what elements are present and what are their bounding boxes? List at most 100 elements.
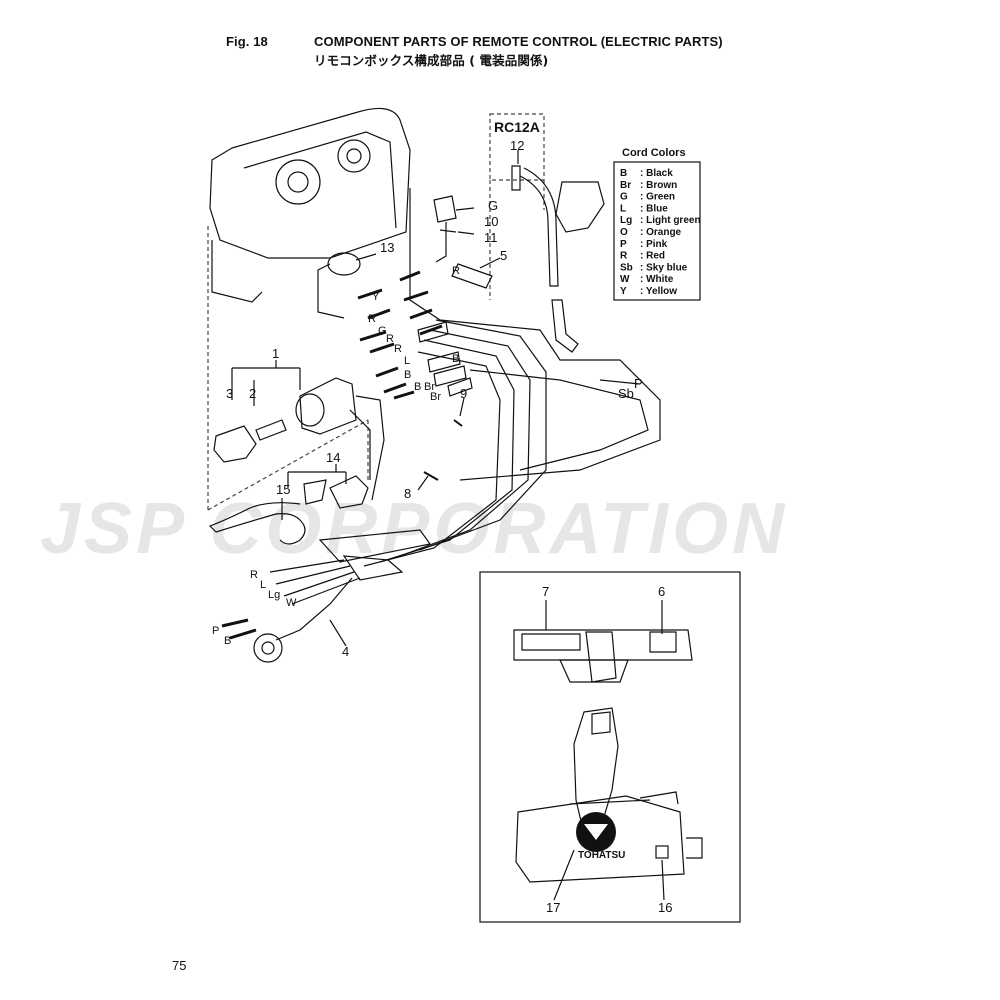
wire-label-r-1: R: [368, 313, 376, 325]
legend-code-7: R: [620, 251, 628, 262]
legend-code-10: Y: [620, 286, 627, 297]
rc-top-switch-panel-6: [649, 631, 677, 653]
callout-13: 13: [380, 240, 394, 255]
legend-code-8: Sb: [620, 262, 633, 273]
legend-name-0: : Black: [640, 168, 673, 179]
lanyard-clip: [303, 479, 327, 505]
title-japanese: リモコンボックス構成部品 ( 電装品関係): [314, 53, 549, 68]
wire-label-r-2: R: [386, 333, 394, 345]
callout-10: 10: [484, 214, 498, 229]
housing-gear-1: [275, 159, 321, 205]
wire-label-sb: Sb: [618, 386, 634, 401]
main-cable: [275, 577, 353, 641]
page-number: 75: [172, 958, 187, 973]
wire-label-r-3: R: [394, 343, 402, 355]
legend-code-0: B: [620, 168, 627, 179]
pink-sky-blue-leads: [599, 379, 641, 385]
reference-dashed-lines: [207, 226, 369, 511]
legend-name-5: : Orange: [640, 227, 682, 238]
wire-label-b-2: B: [414, 381, 421, 393]
legend-code-2: G: [620, 192, 628, 203]
wire-labels: G R Y R G R R L B B B Br Br P Sb R L Lg …: [212, 198, 643, 647]
legend-box: [613, 161, 701, 301]
callout-16-17-leaders: [553, 799, 665, 901]
wire-label-r-fuse: R: [452, 265, 460, 277]
callout-1: 1: [272, 346, 279, 361]
fuse-holder: [451, 263, 493, 289]
legend-code-9: W: [620, 274, 630, 285]
rc-side-trim-button: [591, 711, 611, 735]
switch-cap: [213, 425, 257, 463]
callout-7: 7: [542, 584, 549, 599]
pin-9: [453, 419, 463, 427]
callout-3: 3: [226, 386, 233, 401]
housing-lower-left: [211, 240, 263, 303]
legend-name-10: : Yellow: [640, 286, 677, 297]
callout-11: 11: [484, 230, 498, 245]
main-harness-connector-face: [261, 641, 275, 655]
buzzer: [327, 252, 361, 276]
buzzer-lead: [317, 263, 345, 319]
connector-pins-left: [357, 288, 415, 400]
rc-side-body: [515, 795, 685, 883]
main-harness-connector: [253, 633, 283, 663]
rc-top-slot: [521, 633, 581, 651]
callout-4: 4: [342, 644, 349, 659]
wire-label-br-1: Br: [424, 381, 435, 393]
screw-11: [439, 229, 457, 233]
rc-side-lock: [639, 791, 679, 805]
wire-label-g-top: G: [488, 198, 498, 213]
callout-8-leader: [417, 475, 429, 491]
housing-gear-2-hub: [346, 148, 362, 164]
harness-wire-a: [409, 188, 661, 481]
harness-wire-b: [419, 319, 547, 551]
connector-blocks: [417, 321, 473, 397]
tohatsu-logo-text: TOHATSU: [578, 850, 625, 861]
lanyard-coil: [279, 519, 306, 545]
title-english: COMPONENT PARTS OF REMOTE CONTROL (ELECT…: [314, 34, 723, 49]
callout-13-leader: [355, 253, 377, 261]
callout-15: 15: [276, 482, 290, 497]
rc-top-grip: [559, 659, 629, 683]
wire-label-b-3: B: [452, 353, 459, 365]
legend-name-1: : Brown: [640, 180, 677, 191]
harness-wire-f: [469, 369, 649, 471]
callout-14-bracket: [287, 464, 347, 488]
harness-sleeve: [318, 529, 432, 563]
housing-gear-1-hub: [287, 171, 309, 193]
legend-code-1: Br: [620, 180, 631, 191]
wire-label-b-1: B: [404, 369, 411, 381]
trim-switch-cable: [519, 167, 559, 287]
callout-9: 9: [460, 386, 467, 401]
ignition-key: [255, 419, 287, 441]
wire-label-w: W: [286, 597, 297, 609]
legend-name-3: : Blue: [640, 203, 668, 214]
callout-14: 14: [326, 450, 340, 465]
legend-code-3: L: [620, 203, 626, 214]
legend-name-8: : Sky blue: [640, 262, 688, 273]
legend-title: Cord Colors: [622, 147, 686, 159]
callout-9-leader: [459, 397, 465, 417]
switch-panel-16: [655, 845, 669, 859]
wire-label-l-bottom: L: [260, 579, 266, 591]
harness-wire-e: [363, 351, 501, 567]
main-switch-leads: [349, 395, 385, 501]
callout-17: 17: [546, 900, 560, 915]
main-switch-face: [295, 393, 325, 427]
callout-6: 6: [658, 584, 665, 599]
harness-wire-d: [379, 339, 515, 563]
legend-name-7: : Red: [640, 251, 665, 262]
wire-label-p-top: P: [634, 376, 643, 391]
rc-top-view: [513, 629, 693, 661]
wire-label-p-bottom: P: [212, 625, 219, 637]
legend-code-6: P: [620, 239, 627, 250]
rc-top-lever: [585, 631, 617, 683]
lanyard-cord: [208, 502, 301, 533]
wire-label-b-bottom: B: [224, 635, 231, 647]
legend-name-9: : White: [640, 274, 674, 285]
figure-number: Fig. 18: [226, 34, 268, 49]
wire-label-r-bottom: R: [250, 569, 258, 581]
callout-12: 12: [510, 138, 524, 153]
